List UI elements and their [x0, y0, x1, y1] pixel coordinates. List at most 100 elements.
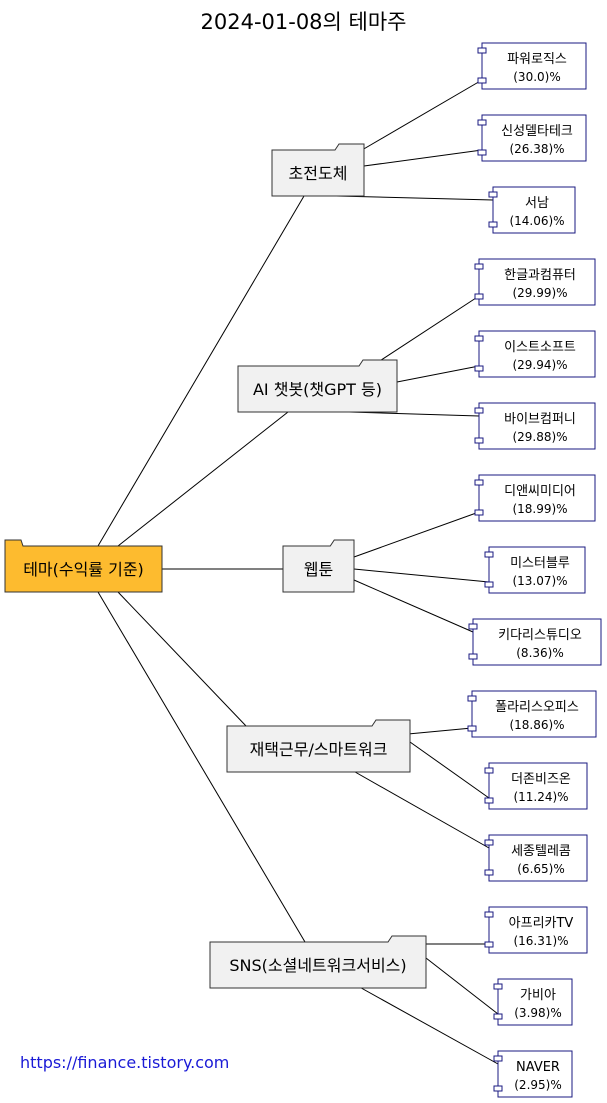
stock-return: (29.94)% [512, 358, 567, 372]
theme-node-5: SNS(소셜네트워크서비스) [209, 935, 427, 989]
theme-to-stock-line [363, 149, 483, 167]
root-to-theme-line [97, 195, 305, 547]
stock-return: (14.06)% [509, 214, 564, 228]
component-box [488, 834, 588, 882]
component-port-top [477, 119, 487, 126]
stock-return: (29.99)% [512, 286, 567, 300]
theme-to-stock-line [353, 511, 480, 558]
root-folder-shape [4, 539, 163, 593]
stock-return: (26.38)% [509, 142, 564, 156]
stock-name: NAVER [516, 1060, 560, 1075]
root-to-theme-line [97, 591, 306, 943]
theme-node-1: 초전도체 [271, 143, 365, 197]
root-theme-node: 테마(수익률 기준) [4, 539, 163, 593]
component-box [472, 618, 602, 666]
folder-label: AI 챗봇(챗GPT 등) [253, 380, 382, 399]
component-port-bottom [468, 653, 478, 660]
component-box [481, 114, 587, 162]
stock-return: (3.98)% [514, 1006, 561, 1020]
component-box [478, 402, 596, 450]
stock-name: 더존비즈온 [511, 772, 571, 787]
stock-node-5-3: NAVER (2.95)% [493, 1050, 573, 1098]
folder-label: 웹툰 [304, 560, 333, 579]
component-box [478, 330, 596, 378]
theme-node-4: 재택근무/스마트워크 [226, 719, 411, 773]
component-port-bottom [493, 1013, 503, 1020]
root-label: 테마(수익률 기준) [23, 560, 144, 579]
stock-name: 서남 [525, 196, 549, 211]
stock-name: 폴라리스오피스 [495, 700, 579, 715]
diagram-title: 2024-01-08의 테마주 [200, 10, 407, 34]
component-port-top [468, 623, 478, 630]
root-to-theme-line [117, 411, 289, 547]
component-port-top [467, 695, 477, 702]
stock-node-1-3: 서남 (14.06)% [488, 186, 576, 234]
component-port-bottom [477, 77, 487, 84]
theme-to-stock-line [425, 957, 499, 1015]
component-box [488, 762, 588, 810]
stock-node-4-3: 세종텔레콤 (6.65)% [484, 834, 588, 882]
theme-to-stock-line [353, 579, 474, 633]
theme-to-stock-line [354, 771, 490, 849]
folder-shape [209, 935, 427, 989]
stock-name: 바이브컴퍼니 [504, 412, 576, 427]
theme-to-stock-line [360, 987, 499, 1065]
folder-shape [271, 143, 365, 197]
component-port-top [474, 479, 484, 486]
stock-return: (11.24)% [513, 790, 568, 804]
component-port-top [484, 839, 494, 846]
stock-name: 미스터블루 [510, 556, 570, 571]
folder-shape [237, 359, 398, 413]
component-port-bottom [484, 797, 494, 804]
stock-name: 이스트소프트 [504, 340, 576, 355]
component-port-top [474, 263, 484, 270]
theme-to-stock-line [396, 365, 480, 383]
theme-to-stock-line [371, 295, 480, 367]
folder-label: 초전도체 [289, 164, 348, 183]
component-port-bottom [484, 869, 494, 876]
component-box [478, 258, 596, 306]
stock-node-2-1: 한글과컴퓨터 (29.99)% [474, 258, 596, 306]
stock-return: (30.0)% [513, 70, 560, 84]
stock-name: 아프리카TV [509, 916, 574, 931]
stock-name: 파워로직스 [507, 52, 567, 67]
stock-name: 세종텔레콤 [511, 844, 571, 859]
component-port-bottom [488, 221, 498, 228]
component-box [478, 474, 596, 522]
theme-to-stock-line [336, 195, 494, 201]
stock-node-2-2: 이스트소프트 (29.94)% [474, 330, 596, 378]
stock-return: (18.86)% [509, 718, 564, 732]
stock-node-1-1: 파워로직스 (30.0)% [477, 42, 587, 90]
component-port-bottom [467, 725, 477, 732]
source-credit: https://finance.tistory.com [20, 1053, 230, 1072]
stock-return: (2.95)% [514, 1078, 561, 1092]
component-port-bottom [474, 509, 484, 516]
stock-node-4-2: 더존비즈온 (11.24)% [484, 762, 588, 810]
stock-name: 디앤씨미디어 [504, 484, 576, 499]
theme-node-3: 웹툰 [282, 539, 355, 593]
component-box [481, 42, 587, 90]
component-box [497, 978, 573, 1026]
folder-label: SNS(소셜네트워크서비스) [229, 956, 406, 975]
component-port-bottom [484, 581, 494, 588]
stock-node-4-1: 폴라리스오피스 (18.86)% [467, 690, 597, 738]
theme-to-stock-line [407, 727, 473, 735]
stock-return: (16.31)% [513, 934, 568, 948]
stock-return: (6.65)% [517, 862, 564, 876]
component-port-bottom [474, 365, 484, 372]
theme-to-stock-line [361, 79, 483, 151]
stock-name: 신성델타테크 [501, 124, 573, 139]
stock-node-5-2: 가비아 (3.98)% [493, 978, 573, 1026]
component-port-top [484, 911, 494, 918]
stock-name: 한글과컴퓨터 [504, 268, 576, 283]
component-port-top [493, 983, 503, 990]
theme-node-2: AI 챗봇(챗GPT 등) [237, 359, 398, 413]
component-port-bottom [474, 293, 484, 300]
component-port-top [493, 1055, 503, 1062]
stock-name: 가비아 [520, 988, 556, 1003]
folder-shape [226, 719, 411, 773]
component-box [471, 690, 597, 738]
theme-to-stock-line [353, 568, 490, 583]
stock-node-3-2: 미스터블루(13.07)% [484, 546, 586, 594]
